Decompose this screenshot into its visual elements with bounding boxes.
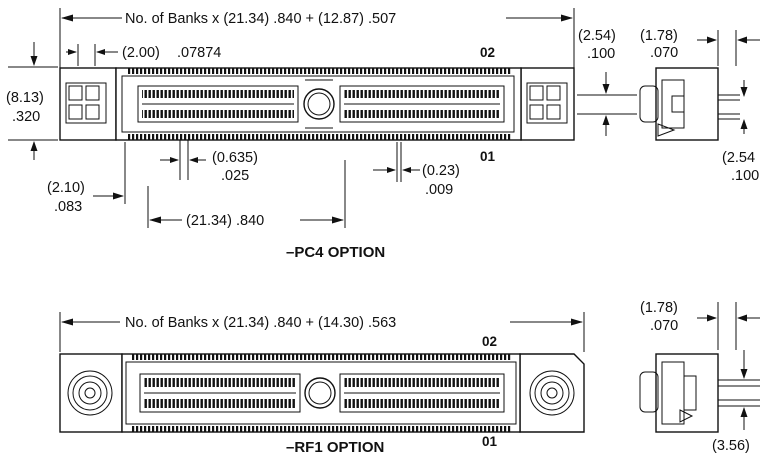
pc4-edge-in: .083 [54, 199, 82, 215]
pc4-edge-mm: (2.10) [47, 180, 85, 196]
pc4-tail-in: .009 [425, 182, 453, 198]
pc4-lead-in: .025 [221, 168, 249, 184]
pc4-pitch-in: .07874 [177, 45, 221, 61]
pc4-side-bot-in: .100 [731, 168, 759, 184]
pc4-option-label: –PC4 OPTION [286, 244, 385, 261]
pc4-side-view: (2.54) .100 (1.78) .070 (2.54 .100 [577, 28, 760, 184]
pc4-side-w-mm: (1.78) [640, 28, 678, 44]
rf1-side-w-mm: (1.78) [640, 300, 678, 316]
rf1-pin-02-label: 02 [482, 334, 497, 349]
pc4-side-bot-mm: (2.54 [722, 150, 755, 166]
pc4-side-w-in: .070 [650, 45, 678, 61]
pc4-height-mm: (8.13) [6, 90, 44, 106]
rf1-side-bot-mm: (3.56) [712, 438, 750, 454]
rf1-front-view: No. of Banks x (21.34) .840 + (14.30) .5… [59, 312, 585, 454]
pc4-pin-01-label: 01 [480, 149, 496, 164]
pc4-height-in: .320 [12, 109, 40, 125]
pc4-lead-mm: (0.635) [212, 150, 258, 166]
pc4-side-top-in: .100 [587, 46, 615, 62]
pc4-overall-dim: No. of Banks x (21.34) .840 + (12.87) .5… [125, 11, 396, 27]
rf1-pin-01-label: 01 [482, 434, 498, 449]
pc4-front-view: No. of Banks x (21.34) .840 + (12.87) .5… [6, 8, 575, 261]
pc4-bank-dim: (21.34) .840 [186, 213, 264, 229]
rf1-side-w-in: .070 [650, 318, 678, 334]
pc4-pitch-mm: (2.00) [122, 45, 160, 61]
pc4-side-top-mm: (2.54) [578, 28, 616, 44]
rf1-overall-dim: No. of Banks x (21.34) .840 + (14.30) .5… [125, 315, 396, 331]
pc4-tail-mm: (0.23) [422, 163, 460, 179]
pc4-pin-02-label: 02 [480, 45, 495, 60]
rf1-option-label: –RF1 OPTION [286, 439, 384, 454]
rf1-side-view: (1.78) .070 (3.56) [639, 300, 760, 454]
